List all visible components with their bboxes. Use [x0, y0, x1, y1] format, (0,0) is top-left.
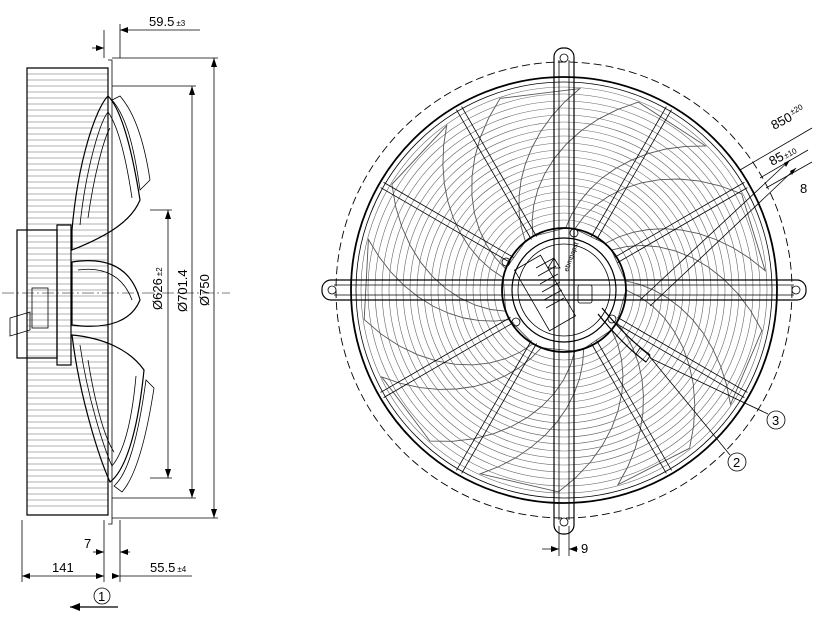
side-guard-grille [27, 73, 108, 507]
callout-2: 2 [645, 351, 747, 472]
bottom-dimensions: 7 141 55.5±4 [21, 520, 192, 582]
motor-body [16, 229, 58, 359]
callout-2-label: 2 [733, 455, 740, 470]
bottom-tab-dimension: 9 [542, 526, 588, 556]
callout-1-label: 1 [98, 589, 105, 604]
motor-hub: ebmpapst [501, 227, 627, 353]
hub-brand-label: ebmpapst [563, 241, 580, 272]
callout-3-label: 3 [772, 413, 779, 428]
depth-rear-label: 141 [52, 560, 74, 575]
guard-crossbars [321, 47, 807, 535]
mount-dimensions: 850±20 85±10 8 [639, 102, 813, 307]
slot-size-label: 8 [800, 181, 807, 196]
mount-circle-label: 850±20 [768, 102, 807, 132]
front-view: ebmpapst 2 3 [321, 47, 813, 556]
front-blades [363, 87, 766, 493]
front-offset-label: 55.5±4 [150, 560, 187, 575]
bottom-tab-label: 9 [581, 541, 588, 556]
blade-diameter-label: Ø626±2 [150, 267, 165, 310]
callout-3: 3 [649, 357, 786, 430]
side-view: Ø626±2 Ø701.4 Ø750 59.5±3 7 [2, 14, 230, 611]
hub-offset-label: 59.5±3 [149, 14, 186, 29]
outer-diameter-label: Ø750 [197, 274, 212, 306]
guard-diameter-label: Ø701.4 [175, 269, 190, 312]
top-offset-dimension: 59.5±3 [92, 14, 200, 58]
side-guard-frame [26, 67, 109, 516]
cable-gland [9, 311, 31, 337]
diameter-dimensions: Ø626±2 Ø701.4 Ø750 [112, 57, 218, 519]
guard-rings [350, 76, 778, 504]
guard-struts [380, 106, 748, 474]
mount-circle-dashed [335, 61, 793, 519]
side-blades [71, 95, 155, 493]
callout-1-airflow: 1 [70, 587, 118, 611]
wall-gap-label: 7 [84, 536, 91, 551]
